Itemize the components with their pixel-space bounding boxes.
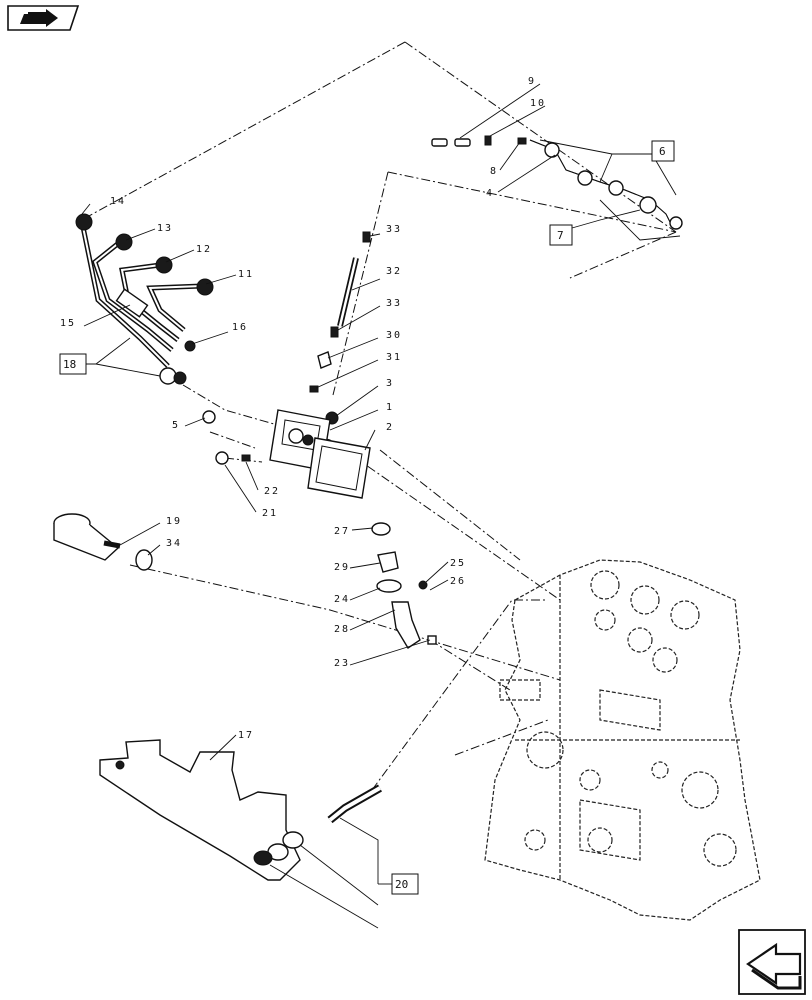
callout-19[interactable]: 19 — [166, 516, 182, 527]
thermostat-parts — [371, 522, 437, 649]
callout-15[interactable]: 15 — [60, 318, 76, 329]
callout-1[interactable]: 1 — [386, 402, 394, 413]
boxed-callout-6[interactable]: 6 — [651, 140, 675, 162]
injector-kit — [431, 135, 683, 230]
callout-33-top[interactable]: 33 — [386, 224, 402, 235]
pump-housing — [202, 409, 371, 499]
callout-3[interactable]: 3 — [386, 378, 394, 389]
callout-2[interactable]: 2 — [386, 422, 394, 433]
callout-17[interactable]: 17 — [238, 730, 254, 741]
boxed-callout-18[interactable]: 18 — [59, 353, 87, 375]
next-page-arrow-icon[interactable] — [738, 929, 806, 995]
callout-27[interactable]: 27 — [334, 526, 350, 537]
bracket — [99, 739, 301, 881]
callout-labels: 9 10 8 4 14 13 12 11 15 16 33 32 33 30 3… — [60, 76, 546, 741]
boxed-callout-20[interactable]: 20 — [391, 873, 419, 895]
pump-rod-parts — [309, 231, 371, 425]
callout-34[interactable]: 34 — [166, 538, 182, 549]
callout-22[interactable]: 22 — [264, 486, 280, 497]
boxed-callout-7[interactable]: 7 — [549, 224, 573, 246]
callout-25[interactable]: 25 — [450, 558, 466, 569]
svg-text:7: 7 — [557, 229, 564, 242]
callout-24[interactable]: 24 — [334, 594, 350, 605]
assembly-lines — [77, 41, 677, 791]
callout-16[interactable]: 16 — [232, 322, 248, 333]
callout-26[interactable]: 26 — [450, 576, 466, 587]
callout-28[interactable]: 28 — [334, 624, 350, 635]
solenoid — [53, 513, 153, 571]
svg-text:6: 6 — [659, 145, 666, 158]
callout-29[interactable]: 29 — [334, 562, 350, 573]
callout-13[interactable]: 13 — [157, 223, 173, 234]
callout-8[interactable]: 8 — [490, 166, 498, 177]
callout-30[interactable]: 30 — [386, 330, 402, 341]
engine-block — [484, 559, 761, 921]
callout-33-bottom[interactable]: 33 — [386, 298, 402, 309]
callout-21[interactable]: 21 — [262, 508, 278, 519]
sensor — [253, 784, 382, 866]
callout-31[interactable]: 31 — [386, 352, 402, 363]
callout-11[interactable]: 11 — [238, 269, 254, 280]
boxed-callouts: 6 7 18 20 — [59, 140, 675, 895]
callout-5[interactable]: 5 — [172, 420, 180, 431]
callout-23[interactable]: 23 — [334, 658, 350, 669]
callout-32[interactable]: 32 — [386, 266, 402, 277]
callout-10[interactable]: 10 — [530, 98, 546, 109]
injection-lines — [75, 213, 214, 385]
callout-14[interactable]: 14 — [110, 196, 126, 207]
svg-text:20: 20 — [395, 878, 408, 891]
leader-lines — [81, 83, 681, 929]
callout-9[interactable]: 9 — [528, 76, 536, 87]
callout-4[interactable]: 4 — [486, 188, 494, 199]
callout-12[interactable]: 12 — [196, 244, 212, 255]
exploded-view-nav-icon[interactable] — [7, 5, 80, 31]
svg-text:18: 18 — [63, 358, 76, 371]
